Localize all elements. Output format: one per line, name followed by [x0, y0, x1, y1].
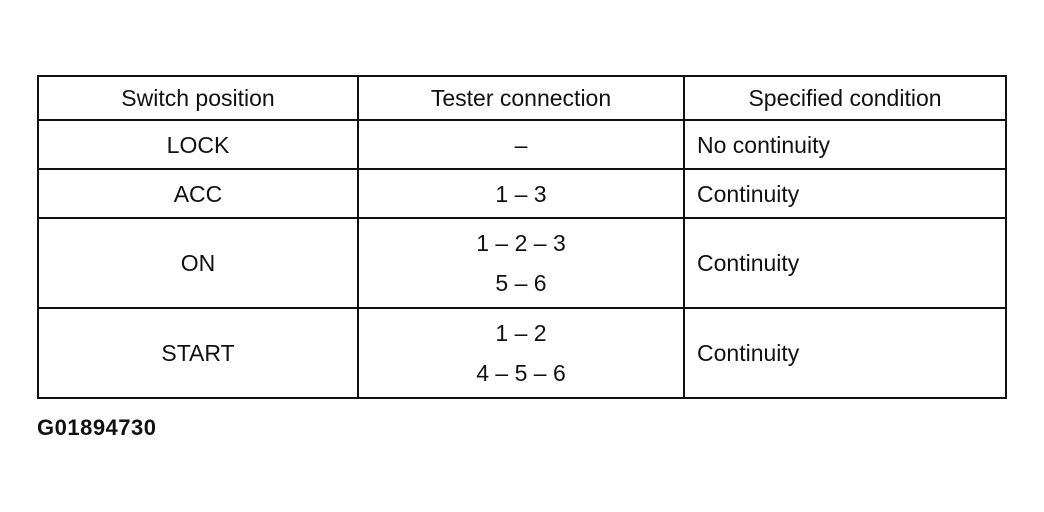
switch-position-cell: START — [37, 307, 359, 399]
table-row: ACC 1 – 3 Continuity — [37, 168, 1007, 219]
tester-connection-value: 5 – 6 — [495, 270, 547, 296]
tester-connection-value: 1 – 2 – 3 — [476, 230, 566, 256]
specified-condition-cell: Continuity — [683, 168, 1007, 219]
figure-id-label: G01894730 — [37, 415, 157, 440]
table-row: ON 1 – 2 – 3 5 – 6 Continuity — [37, 217, 1007, 309]
switch-position-cell: ON — [37, 217, 359, 309]
tester-connection-cell: 1 – 2 – 3 5 – 6 — [357, 217, 685, 309]
tester-connection-value: 1 – 3 — [495, 180, 547, 207]
tester-connection-cell: – — [357, 119, 685, 170]
tester-connection-cell: 1 – 2 4 – 5 – 6 — [357, 307, 685, 399]
header-tester-connection: Tester connection — [357, 75, 685, 121]
specified-condition-cell: No continuity — [683, 119, 1007, 170]
table-row: LOCK – No continuity — [37, 119, 1007, 170]
header-specified-condition: Specified condition — [683, 75, 1007, 121]
table-row: START 1 – 2 4 – 5 – 6 Continuity — [37, 307, 1007, 399]
switch-continuity-table: Switch position Tester connection Specif… — [37, 75, 1007, 399]
tester-connection-value: 4 – 5 – 6 — [476, 360, 566, 386]
tester-connection-value: – — [514, 131, 528, 158]
specified-condition-cell: Continuity — [683, 217, 1007, 309]
tester-connection-cell: 1 – 3 — [357, 168, 685, 219]
specified-condition-cell: Continuity — [683, 307, 1007, 399]
tester-connection-value: 1 – 2 — [495, 320, 547, 346]
table-header-row: Switch position Tester connection Specif… — [37, 75, 1007, 121]
switch-position-cell: ACC — [37, 168, 359, 219]
switch-position-cell: LOCK — [37, 119, 359, 170]
header-switch-position: Switch position — [37, 75, 359, 121]
